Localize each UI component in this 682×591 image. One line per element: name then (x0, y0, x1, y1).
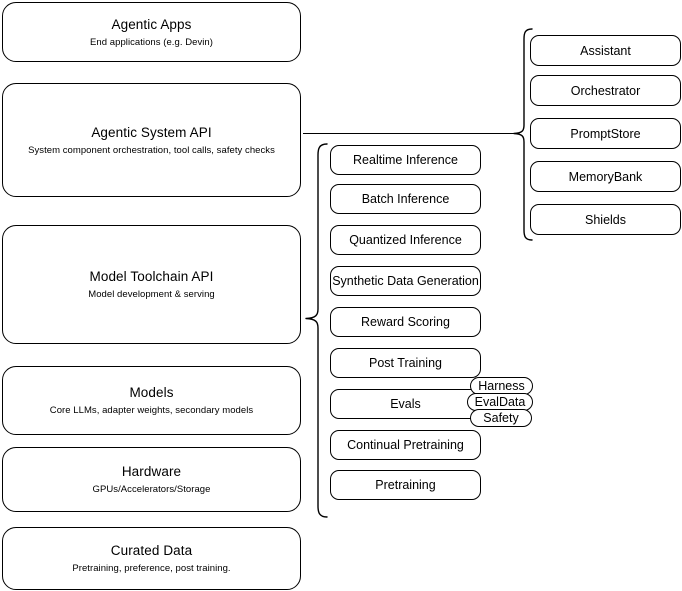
layer-subtitle: Pretraining, preference, post training. (72, 563, 231, 574)
agentic-component-promptstore[interactable]: PromptStore (530, 118, 681, 149)
connector-agentic-system-api-to-components (303, 133, 514, 134)
toolchain-item-label: Continual Pretraining (347, 438, 464, 452)
layer-subtitle: GPUs/Accelerators/Storage (92, 484, 211, 495)
toolchain-item-label: Realtime Inference (353, 153, 458, 167)
eval-tag-label: Safety (483, 411, 519, 425)
toolchain-item-label: Quantized Inference (349, 233, 462, 247)
toolchain-item-label: Batch Inference (361, 192, 450, 206)
agentic-component-assistant[interactable]: Assistant (530, 35, 681, 66)
toolchain-item-evals[interactable]: Evals (330, 389, 481, 419)
bracket-agentic-system-components (512, 28, 534, 241)
bracket-model-toolchain-group (303, 143, 329, 518)
eval-tag-label: EvalData (474, 395, 526, 409)
layer-title: Agentic Apps (111, 16, 192, 32)
layer-subtitle: Core LLMs, adapter weights, secondary mo… (49, 405, 254, 416)
layer-title: Hardware (121, 464, 182, 479)
layer-box-agentic-apps[interactable]: Agentic Apps End applications (e.g. Devi… (2, 2, 301, 62)
layer-box-curated-data[interactable]: Curated Data Pretraining, preference, po… (2, 527, 301, 590)
agentic-component-label: PromptStore (570, 126, 641, 141)
agentic-component-orchestrator[interactable]: Orchestrator (530, 75, 681, 106)
agentic-component-label: Assistant (580, 43, 631, 58)
toolchain-item-label: Evals (390, 397, 421, 411)
layer-subtitle: End applications (e.g. Devin) (90, 36, 213, 48)
layer-box-model-toolchain-api[interactable]: Model Toolchain API Model development & … (2, 225, 301, 344)
toolchain-item-label: Pretraining (375, 478, 436, 492)
toolchain-item-label: Post Training (369, 356, 442, 370)
layer-title: Agentic System API (91, 124, 212, 140)
eval-tag-evaldata[interactable]: EvalData (467, 393, 533, 411)
agentic-component-label: MemoryBank (568, 169, 643, 184)
layer-title: Model Toolchain API (89, 269, 214, 284)
layer-title: Models (129, 385, 174, 400)
agentic-component-shields[interactable]: Shields (530, 204, 681, 235)
toolchain-item-batch-inference[interactable]: Batch Inference (330, 184, 481, 214)
toolchain-item-reward-scoring[interactable]: Reward Scoring (330, 307, 481, 337)
layer-box-hardware[interactable]: Hardware GPUs/Accelerators/Storage (2, 447, 301, 512)
layer-box-agentic-system-api[interactable]: Agentic System API System component orch… (2, 83, 301, 197)
toolchain-item-synthetic-data-generation[interactable]: Synthetic Data Generation (330, 266, 481, 296)
eval-tag-safety[interactable]: Safety (470, 409, 532, 427)
toolchain-item-pretraining[interactable]: Pretraining (330, 470, 481, 500)
toolchain-item-label: Reward Scoring (361, 315, 450, 329)
agentic-component-label: Orchestrator (570, 83, 641, 98)
agentic-component-memorybank[interactable]: MemoryBank (530, 161, 681, 192)
layer-subtitle: System component orchestration, tool cal… (28, 144, 275, 156)
layer-subtitle: Model development & serving (88, 289, 215, 300)
toolchain-item-realtime-inference[interactable]: Realtime Inference (330, 145, 481, 175)
agentic-component-label: Shields (585, 212, 626, 227)
eval-tag-label: Harness (478, 379, 525, 393)
toolchain-item-quantized-inference[interactable]: Quantized Inference (330, 225, 481, 255)
layer-box-models[interactable]: Models Core LLMs, adapter weights, secon… (2, 366, 301, 435)
toolchain-item-continual-pretraining[interactable]: Continual Pretraining (330, 430, 481, 460)
toolchain-item-post-training[interactable]: Post Training (330, 348, 481, 378)
toolchain-item-label: Synthetic Data Generation (332, 274, 479, 288)
layer-title: Curated Data (110, 543, 193, 558)
